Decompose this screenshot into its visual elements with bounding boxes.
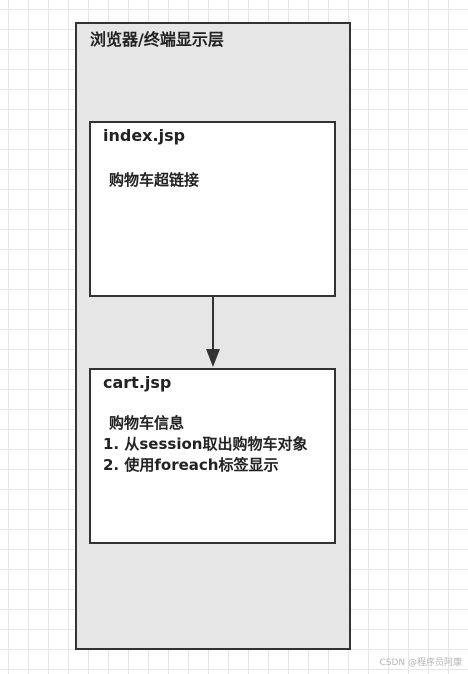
container-title: 浏览器/终端显示层 <box>90 30 224 49</box>
index-box-title: index.jsp <box>103 126 186 145</box>
watermark: CSDN @程序员阿康 <box>379 658 462 668</box>
cart-box-title: cart.jsp <box>103 373 172 392</box>
index-jsp-box: index.jsp 购物车超链接 <box>89 121 336 297</box>
cart-box-text: 购物车信息 1. 从session取出购物车对象 2. 使用foreach标签显… <box>103 413 328 476</box>
cart-jsp-box: cart.jsp 购物车信息 1. 从session取出购物车对象 2. 使用f… <box>89 368 336 544</box>
cart-box-line: 1. 从session取出购物车对象 <box>103 435 308 453</box>
cart-box-line: 购物车信息 <box>109 414 185 432</box>
arrow-head <box>206 349 220 367</box>
cart-box-line: 2. 使用foreach标签显示 <box>103 456 279 474</box>
index-box-text: 购物车超链接 <box>109 171 200 189</box>
flow-arrow <box>206 295 220 367</box>
